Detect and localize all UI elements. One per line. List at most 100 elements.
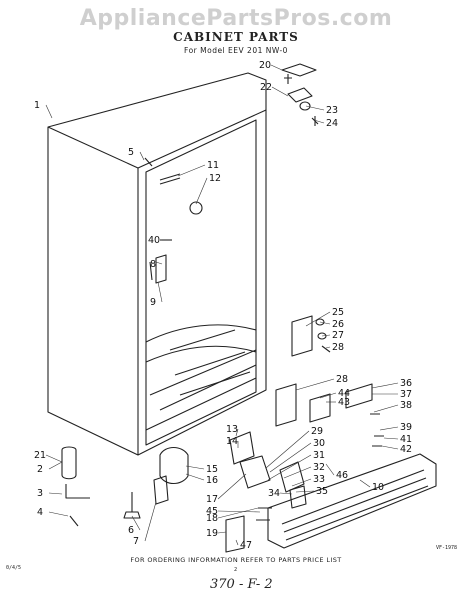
callout-3: 3 [37, 488, 43, 499]
drawing-code-right: VF-1978 [436, 545, 458, 551]
callout-29: 29 [311, 426, 323, 437]
watermark: AppliancePartsPros.com [79, 6, 393, 31]
leader-line-44 [319, 392, 337, 399]
drawing-code-left: 0/4/5 [6, 565, 22, 571]
ordering-footer: FOR ORDERING INFORMATION REFER TO PARTS … [130, 556, 342, 564]
callout-20: 20 [259, 60, 271, 71]
leader-line-4 [48, 511, 69, 517]
leader-line-42 [381, 445, 399, 450]
part-22-bracket [287, 87, 313, 103]
leader-line-7 [144, 501, 157, 542]
leader-line-23 [305, 105, 325, 111]
part-12-thermostat-clip [189, 201, 203, 215]
part-23-bushing [299, 101, 311, 111]
leader-line-33 [291, 478, 312, 487]
leader-line-35 [295, 490, 315, 493]
part-4-screw [69, 515, 79, 527]
part-5-screw [144, 157, 153, 167]
part-35-bracket [289, 485, 307, 509]
callout-32: 32 [313, 462, 325, 473]
callout-14: 14 [226, 436, 238, 447]
callout-44: 44 [338, 388, 350, 399]
part-26-27-washers [315, 318, 327, 340]
callout-38: 38 [400, 400, 412, 411]
leader-line-1 [45, 104, 53, 119]
part-39-41-screws [370, 413, 384, 447]
leader-line-30 [269, 442, 312, 473]
callout-28: 28 [332, 342, 344, 353]
part-7-bracket [153, 475, 169, 505]
leader-line-22 [271, 86, 289, 97]
leader-line-29 [265, 430, 310, 469]
leader-line-18 [217, 507, 259, 519]
part-18-46-screws [256, 507, 272, 521]
callout-5: 5 [128, 147, 134, 158]
leader-line-3 [48, 492, 63, 495]
leader-line-31 [267, 454, 312, 481]
callout-42: 42 [400, 444, 412, 455]
leader-line-45 [217, 510, 261, 513]
part-29-strike [275, 383, 297, 427]
callout-47: 47 [240, 540, 252, 551]
page-mark: 2 [234, 567, 238, 573]
callout-8: 8 [150, 259, 156, 270]
callout-41: 41 [400, 434, 412, 445]
leader-line-41 [383, 437, 399, 440]
callout-46: 46 [336, 470, 348, 481]
leader-line-38 [373, 404, 399, 413]
leader-line-24 [313, 119, 325, 124]
leader-line-21 [45, 454, 63, 463]
part-28-screw [321, 345, 331, 353]
callout-18: 18 [206, 513, 218, 524]
callout-2: 2 [37, 464, 43, 475]
base-rail [145, 378, 257, 446]
handwritten-note: 370 - F- 2 [210, 577, 273, 592]
callout-13: 13 [226, 424, 238, 435]
part-24-screw [311, 116, 319, 126]
part-15-16-motor [159, 446, 189, 485]
diagram-title: CABINET PARTS [173, 30, 299, 44]
cabinet-shell [47, 72, 267, 456]
callout-11: 11 [207, 160, 219, 171]
leader-line-6 [131, 515, 141, 531]
part-25-hinge-plate [291, 315, 313, 357]
callout-34: 34 [268, 488, 280, 499]
part-44-42-latch [309, 393, 331, 423]
callout-4: 4 [37, 507, 43, 518]
callout-37: 37 [400, 389, 412, 400]
callout-22: 22 [260, 82, 272, 93]
leader-line-5 [139, 151, 145, 161]
callout-33: 33 [313, 474, 325, 485]
leader-line-34 [279, 492, 293, 495]
callout-25: 25 [332, 307, 344, 318]
callout-1: 1 [34, 100, 40, 111]
liner-floor [145, 324, 257, 411]
callout-21: 21 [34, 450, 46, 461]
part-28-screw-top [284, 74, 292, 84]
part-10-grille-slots [281, 469, 429, 541]
part-37-38-bracket [345, 383, 373, 409]
part-17-30-36-group [239, 455, 305, 493]
callout-28: 28 [336, 374, 348, 385]
callout-39: 39 [400, 422, 412, 433]
leader-line-26 [319, 321, 331, 325]
part-20-hinge [281, 63, 317, 77]
callout-40: 40 [148, 235, 160, 246]
part-13-14-bracket [229, 431, 255, 465]
callout-17: 17 [206, 494, 218, 505]
leader-line-28 [295, 378, 335, 391]
leader-line-15 [185, 465, 205, 470]
leader-line-10 [359, 479, 371, 488]
callout-36: 36 [400, 378, 412, 389]
callout-35: 35 [316, 486, 328, 497]
leader-line-27 [321, 334, 331, 337]
leader-line-17 [217, 473, 247, 500]
leader-line-28 [325, 346, 331, 349]
callout-16: 16 [206, 475, 218, 486]
callout-6: 6 [128, 525, 134, 536]
leader-line-8 [155, 261, 163, 265]
leader-line-19 [217, 531, 227, 534]
leader-line-25 [305, 311, 331, 327]
callout-9: 9 [150, 297, 156, 308]
